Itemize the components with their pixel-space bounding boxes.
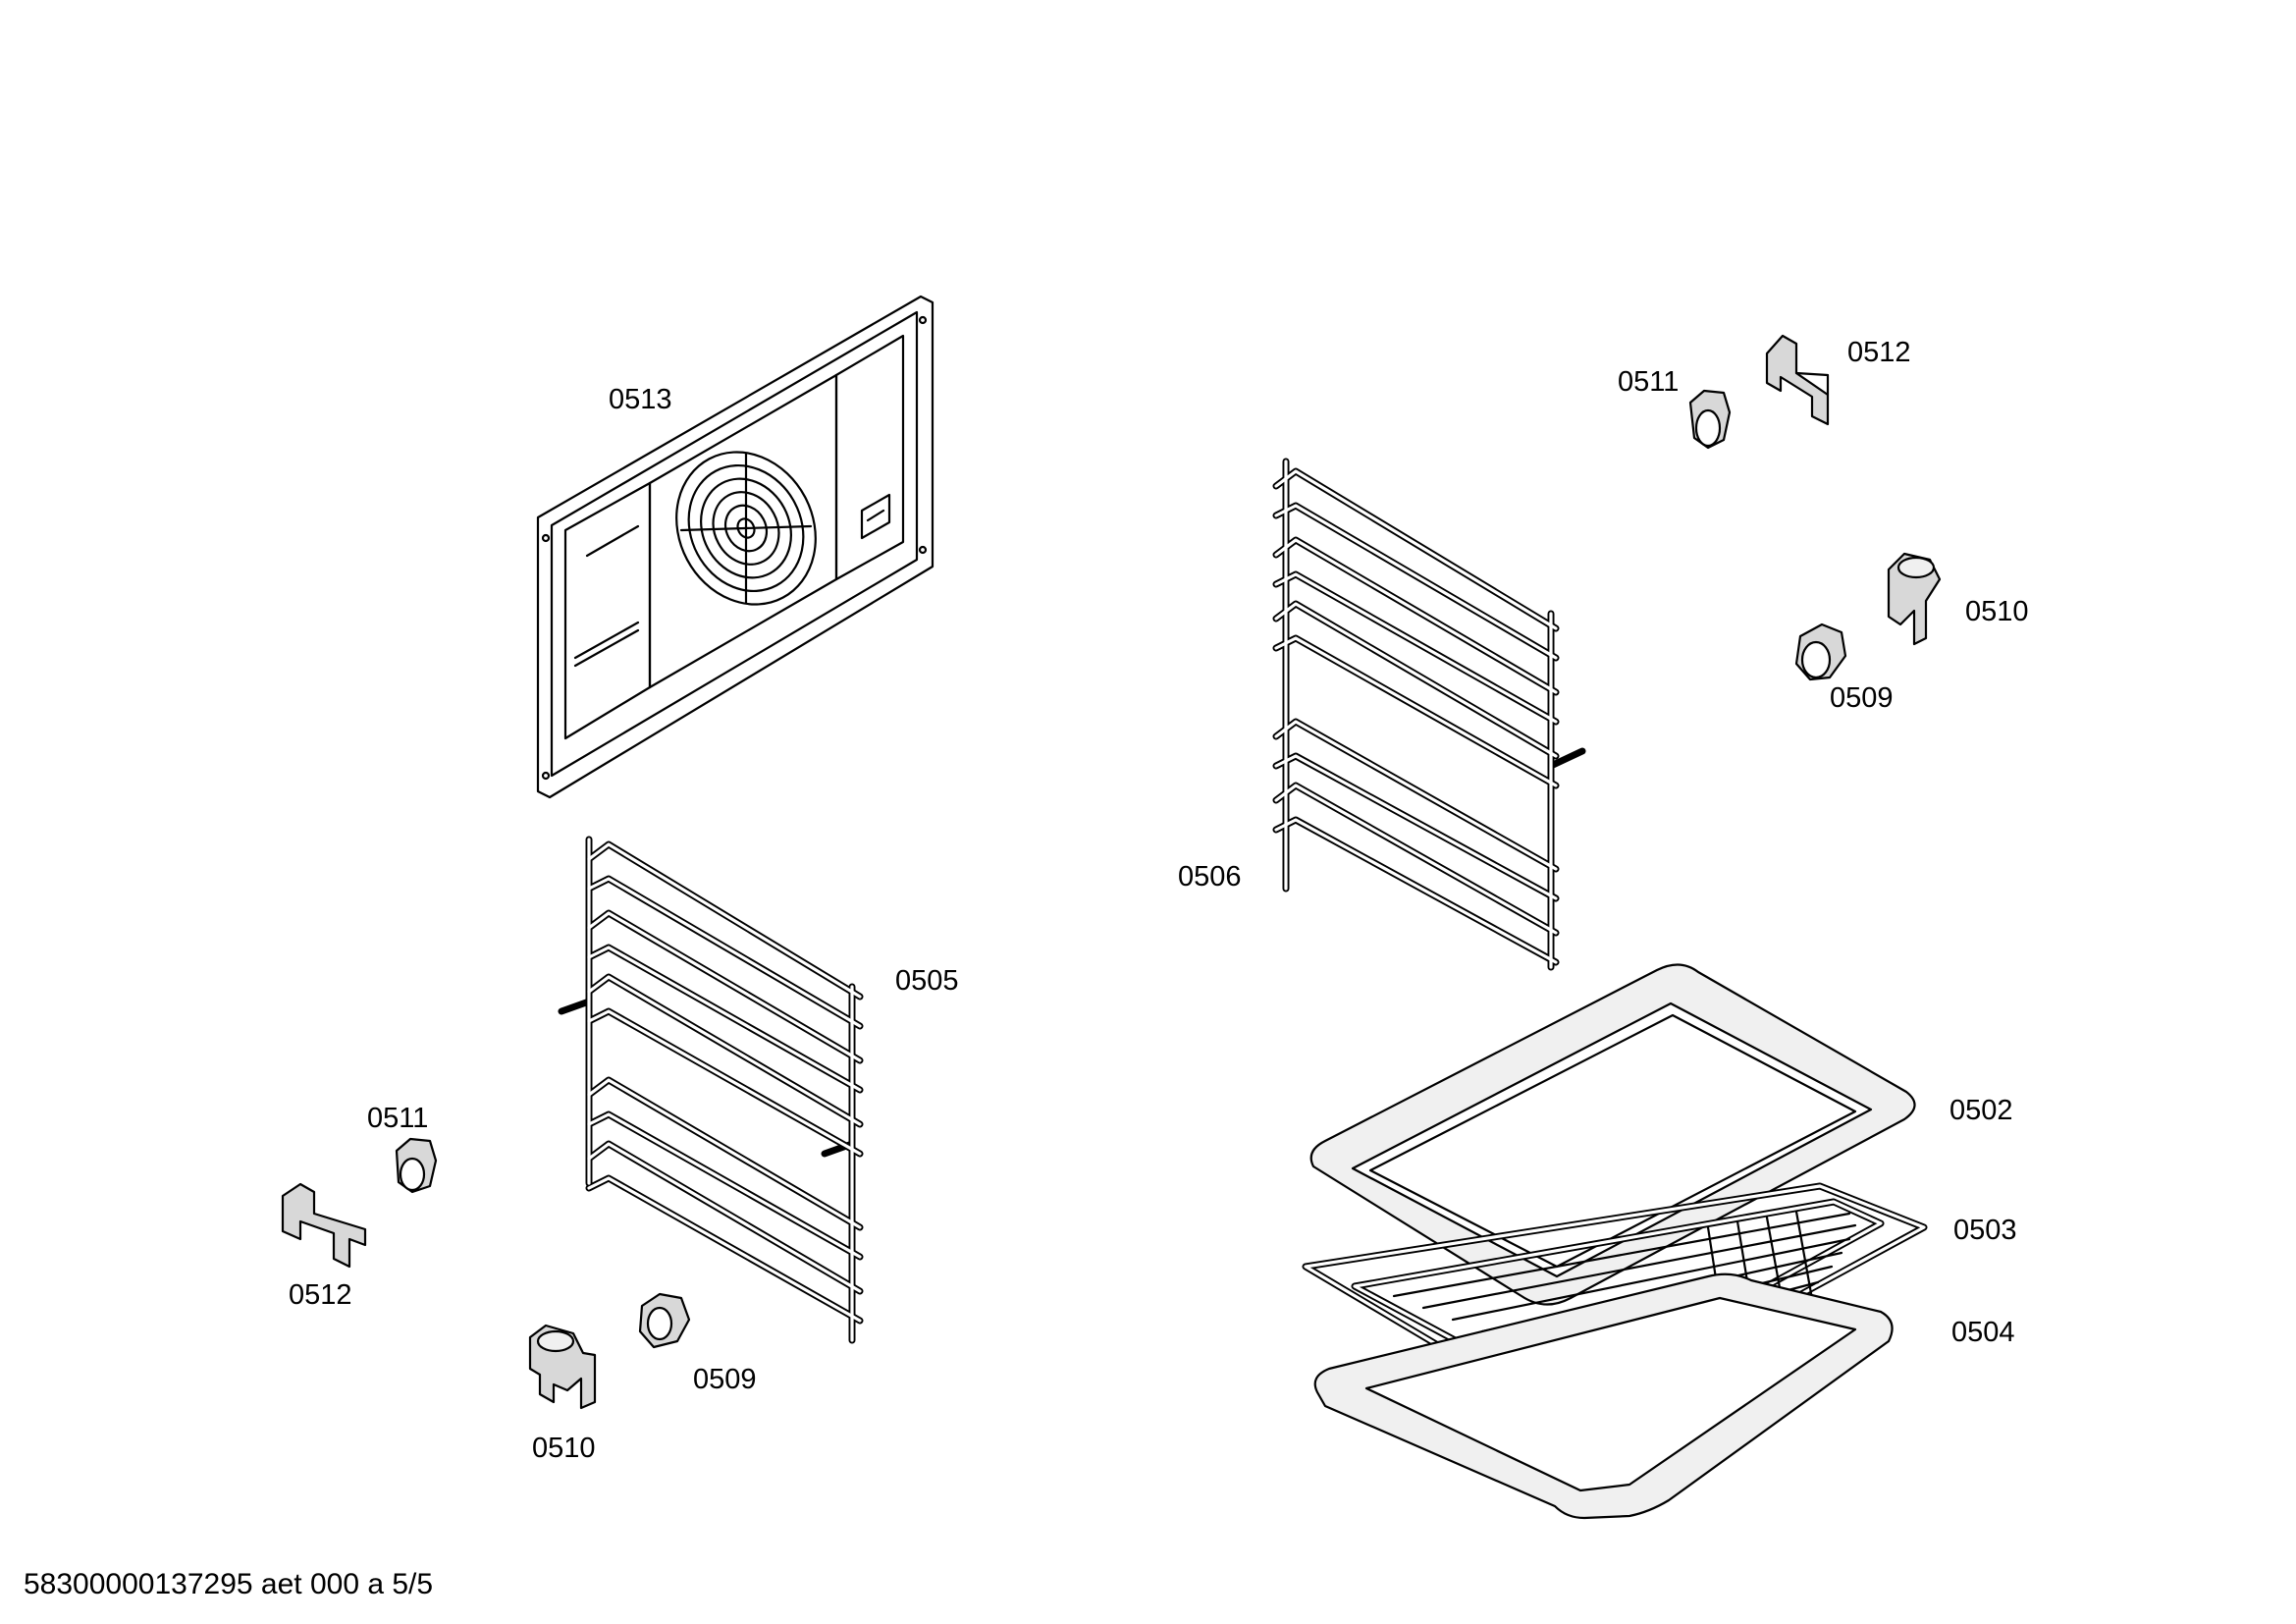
shelf-rack-0506 (1272, 458, 1586, 971)
footer-document-code: 58300000137295 aet 000 a 5/5 (24, 1568, 434, 1600)
knob-0511-top-right (1688, 389, 1732, 450)
label-0503: 0503 (1953, 1215, 2017, 1246)
label-0510-left: 0510 (532, 1433, 596, 1464)
label-0510-right: 0510 (1965, 596, 2029, 627)
label-0509-left: 0509 (693, 1364, 757, 1395)
back-panel-0513 (536, 295, 934, 799)
label-0511-left: 0511 (367, 1103, 428, 1134)
label-0509-right: 0509 (1830, 682, 1894, 714)
holder-0510-left (528, 1324, 597, 1410)
label-0512-top: 0512 (1847, 337, 1911, 368)
deep-pan-0504 (1313, 1272, 1894, 1520)
label-0505: 0505 (895, 965, 959, 997)
clip-0512-top-right (1765, 334, 1830, 426)
label-0504: 0504 (1951, 1317, 2015, 1348)
cap-0509-left (638, 1292, 691, 1349)
label-0513: 0513 (609, 384, 672, 415)
holder-0510-right (1887, 552, 1942, 646)
shelf-rack-0505 (558, 836, 864, 1344)
cap-0509-right (1794, 623, 1847, 681)
knob-0511-left (395, 1137, 438, 1194)
label-0506: 0506 (1178, 861, 1242, 893)
clip-0512-left (281, 1182, 367, 1269)
label-0511-top: 0511 (1618, 366, 1679, 398)
label-0512-left: 0512 (289, 1279, 352, 1311)
label-0502: 0502 (1949, 1095, 2013, 1126)
